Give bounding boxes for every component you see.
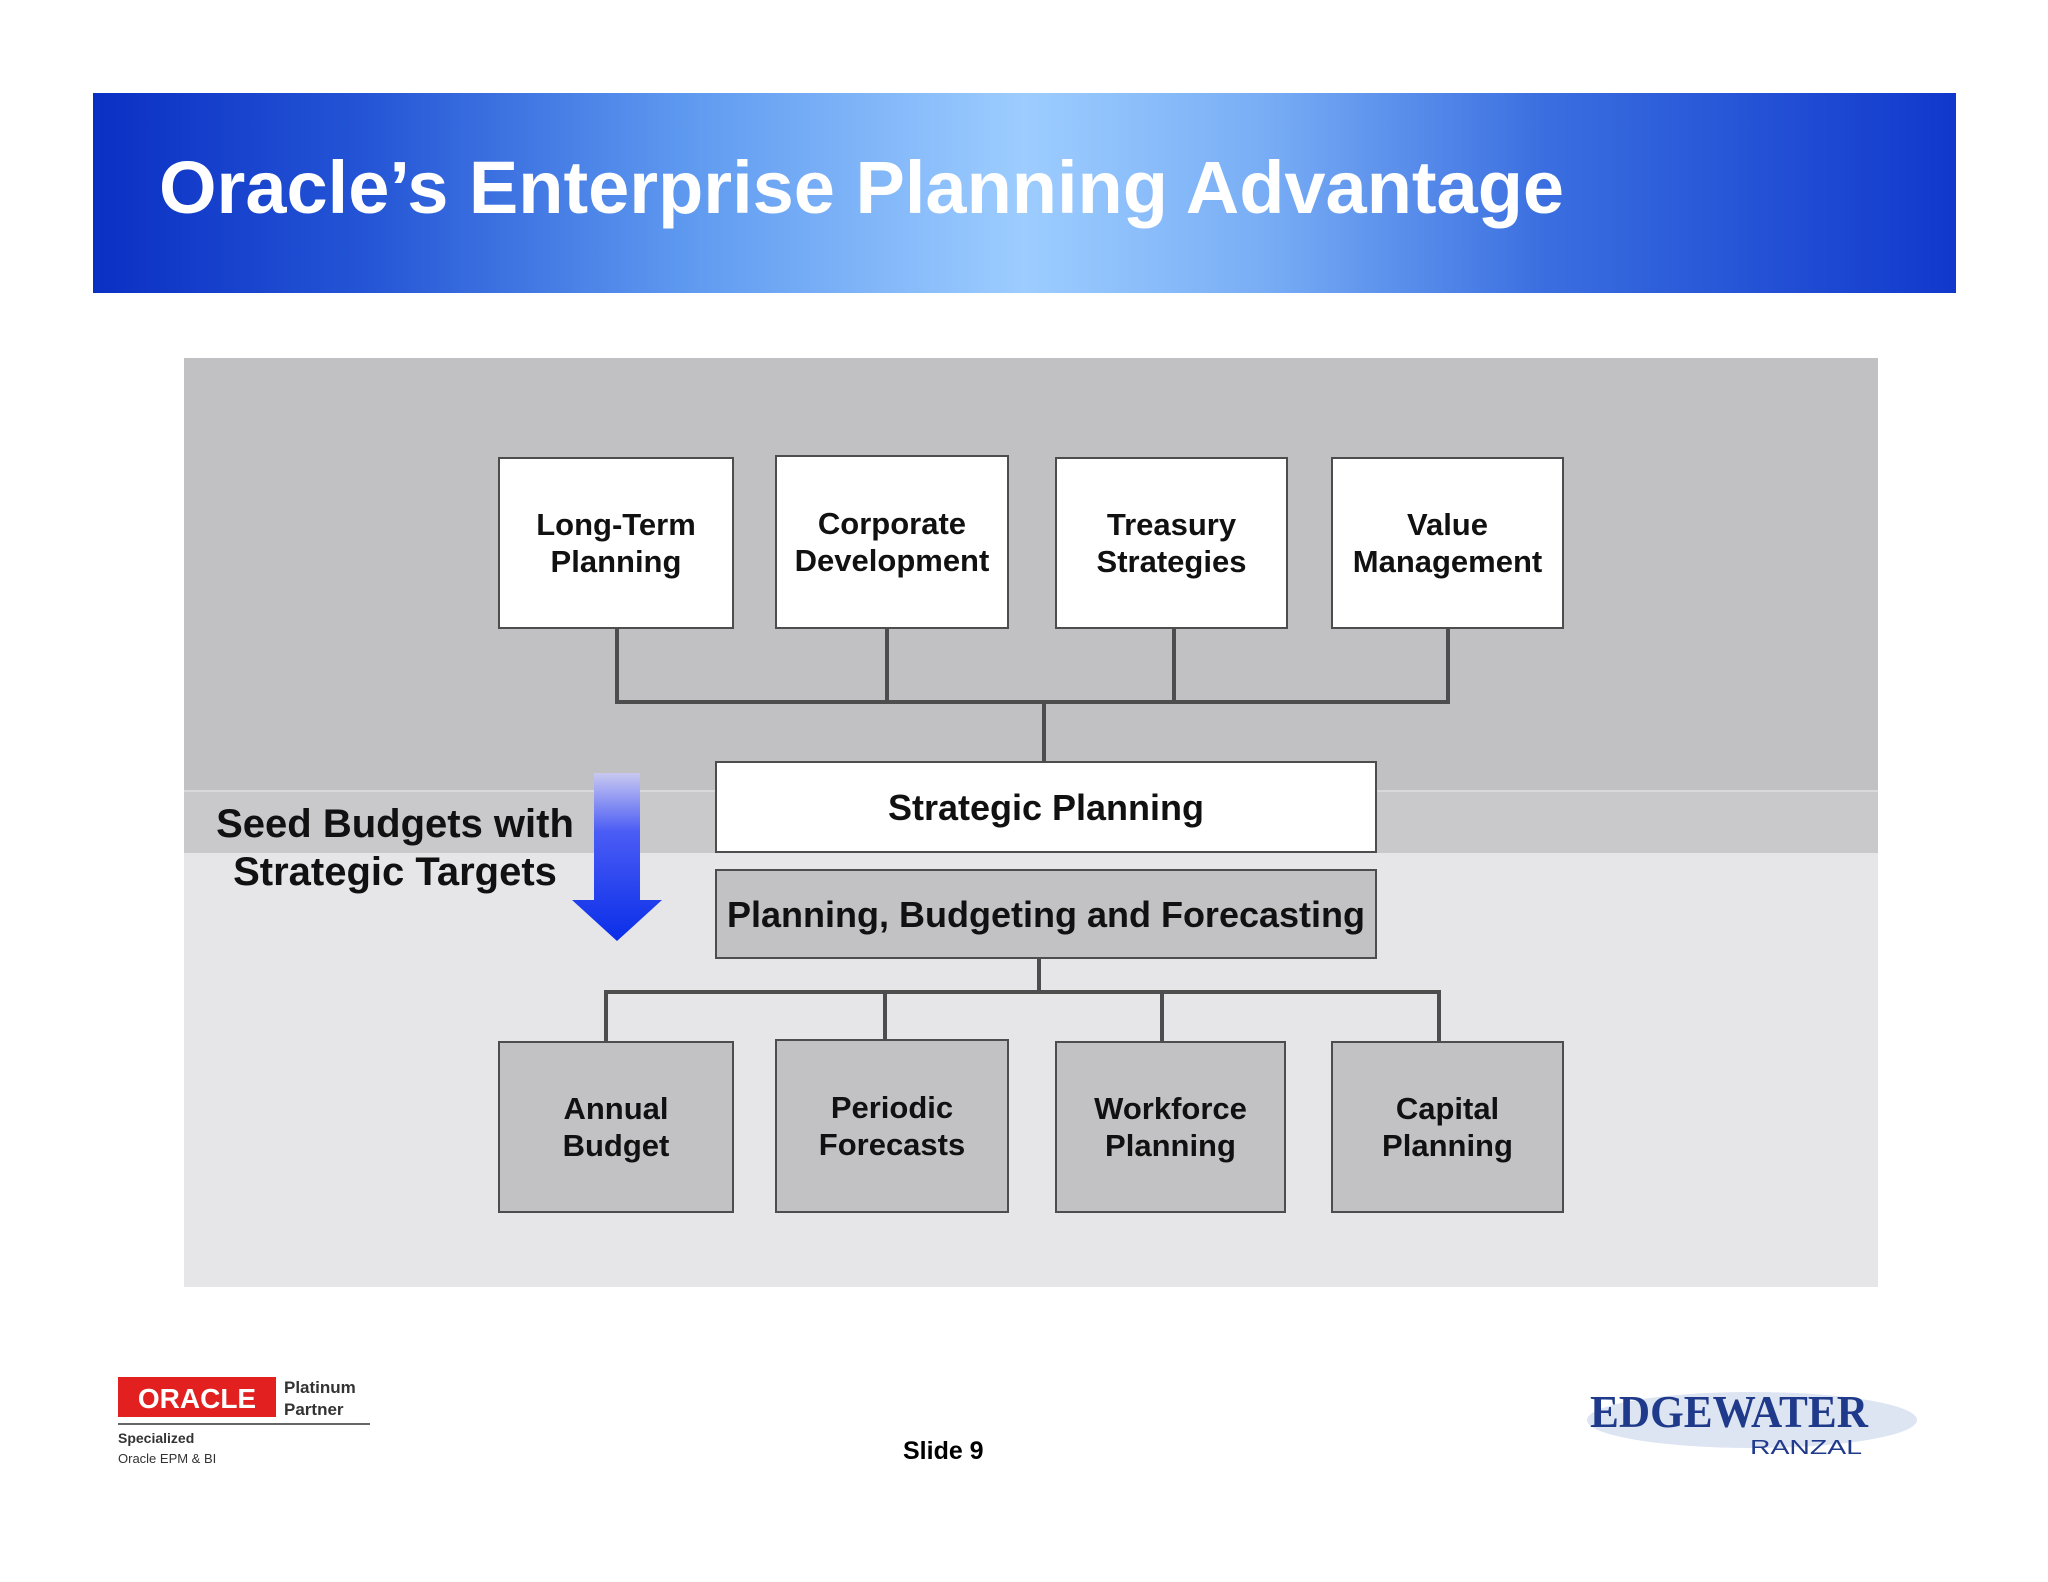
connector-to-strategic xyxy=(1042,700,1046,762)
box-label: Corporate Development xyxy=(794,506,990,578)
box-label: Planning, Budgeting and Forecasting xyxy=(726,893,1365,935)
box-workforce-planning: Workforce Planning xyxy=(1055,1041,1286,1213)
box-label: Periodic Forecasts xyxy=(818,1090,966,1162)
box-label: Capital Planning xyxy=(1382,1091,1513,1163)
oracle-wordmark: ORACLE xyxy=(138,1383,256,1414)
connector-to-annual xyxy=(604,990,608,1042)
box-annual-budget: Annual Budget xyxy=(498,1041,734,1213)
ranzal-wordmark: RANZAL xyxy=(1750,1437,1862,1459)
connector-top-horizontal xyxy=(615,700,1450,704)
connector-to-capital xyxy=(1437,990,1441,1042)
box-planning-budgeting-forecasting: Planning, Budgeting and Forecasting xyxy=(715,869,1377,959)
box-periodic-forecasts: Periodic Forecasts xyxy=(775,1039,1009,1213)
box-label: Annual Budget xyxy=(562,1091,670,1163)
slide-number: Slide 9 xyxy=(903,1437,984,1465)
edgewater-wordmark: EDGEWATER xyxy=(1590,1387,1868,1437)
connector-to-periodic xyxy=(883,990,887,1040)
box-label: Treasury Strategies xyxy=(1096,507,1247,579)
connector-from-pbf xyxy=(1037,959,1041,994)
connector-to-workforce xyxy=(1160,990,1164,1042)
slide-title: Oracle’s Enterprise Planning Advantage xyxy=(159,146,1565,229)
box-value-management: Value Management xyxy=(1331,457,1564,629)
oracle-epm-text: Oracle EPM & BI xyxy=(118,1451,216,1466)
seed-budgets-label: Seed Budgets with Strategic Targets xyxy=(216,802,574,894)
box-treasury-strategies: Treasury Strategies xyxy=(1055,457,1288,629)
box-label: Strategic Planning xyxy=(887,786,1205,828)
box-label: Long-Term Planning xyxy=(536,507,696,579)
specialized-text: Specialized xyxy=(118,1430,194,1446)
connector-long-term-down xyxy=(615,629,619,704)
connector-value-down xyxy=(1446,629,1450,704)
partner-text: Partner xyxy=(284,1400,344,1419)
title-banner: Oracle’s Enterprise Planning Advantage xyxy=(93,93,1956,293)
connector-bottom-horizontal xyxy=(604,990,1441,994)
box-capital-planning: Capital Planning xyxy=(1331,1041,1564,1213)
strategic-band xyxy=(184,358,1878,790)
box-label: Value Management xyxy=(1352,507,1543,579)
box-long-term-planning: Long-Term Planning xyxy=(498,457,734,629)
down-arrow-icon xyxy=(572,773,662,941)
connector-corporate-down xyxy=(885,629,889,704)
platinum-text: Platinum xyxy=(284,1378,356,1397)
connector-treasury-down xyxy=(1172,629,1176,704)
oracle-platinum-partner-logo: ORACLE Platinum Partner Specialized Orac… xyxy=(118,1377,370,1466)
edgewater-ranzal-logo: EDGEWATER RANZAL xyxy=(1587,1387,1917,1459)
box-label: Workforce Planning xyxy=(1094,1091,1247,1163)
box-strategic-planning: Strategic Planning xyxy=(715,761,1377,853)
box-corporate-development: Corporate Development xyxy=(775,455,1009,629)
diagram-panel xyxy=(184,358,1878,1287)
